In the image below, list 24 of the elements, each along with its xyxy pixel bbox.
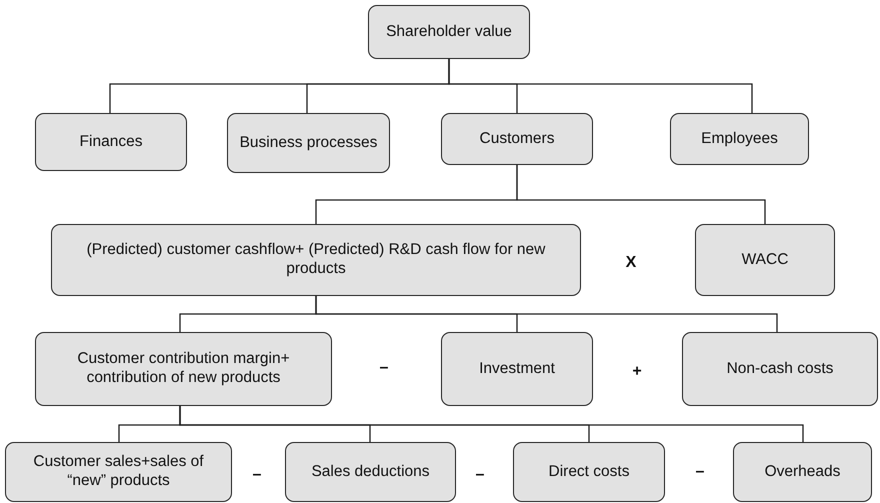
rounded-box: WACC [695, 224, 835, 296]
operator-sign: – [696, 463, 704, 481]
rounded-box: Overheads [733, 442, 872, 502]
connector-line [448, 59, 753, 113]
connector-line [179, 406, 804, 442]
operator-sign: – [380, 359, 388, 377]
rounded-box: Customers [441, 113, 593, 165]
rounded-box: (Predicted) customer cashflow+ (Predicted) R&D cash flow for new products [51, 224, 581, 296]
connector-line [315, 296, 778, 332]
rounded-box: Customer sales+sales of “new” products [5, 442, 232, 502]
operator-sign: – [252, 466, 262, 484]
rounded-box: Customer contribution margin+ contribution of new products [35, 332, 332, 406]
operator-sign: X [626, 254, 636, 272]
operator-sign: – [476, 466, 484, 484]
rounded-box: Shareholder value [368, 5, 530, 59]
operator-sign: + [632, 363, 642, 381]
rounded-box: Direct costs [513, 442, 665, 502]
rounded-box: Finances [35, 113, 187, 171]
connector-line [516, 165, 766, 224]
rounded-box: Employees [670, 113, 809, 165]
rounded-box: Non-cash costs [682, 332, 878, 406]
rounded-box: Sales deductions [285, 442, 456, 502]
rounded-box: Investment [441, 332, 593, 406]
rounded-box: Business processes [227, 113, 390, 173]
